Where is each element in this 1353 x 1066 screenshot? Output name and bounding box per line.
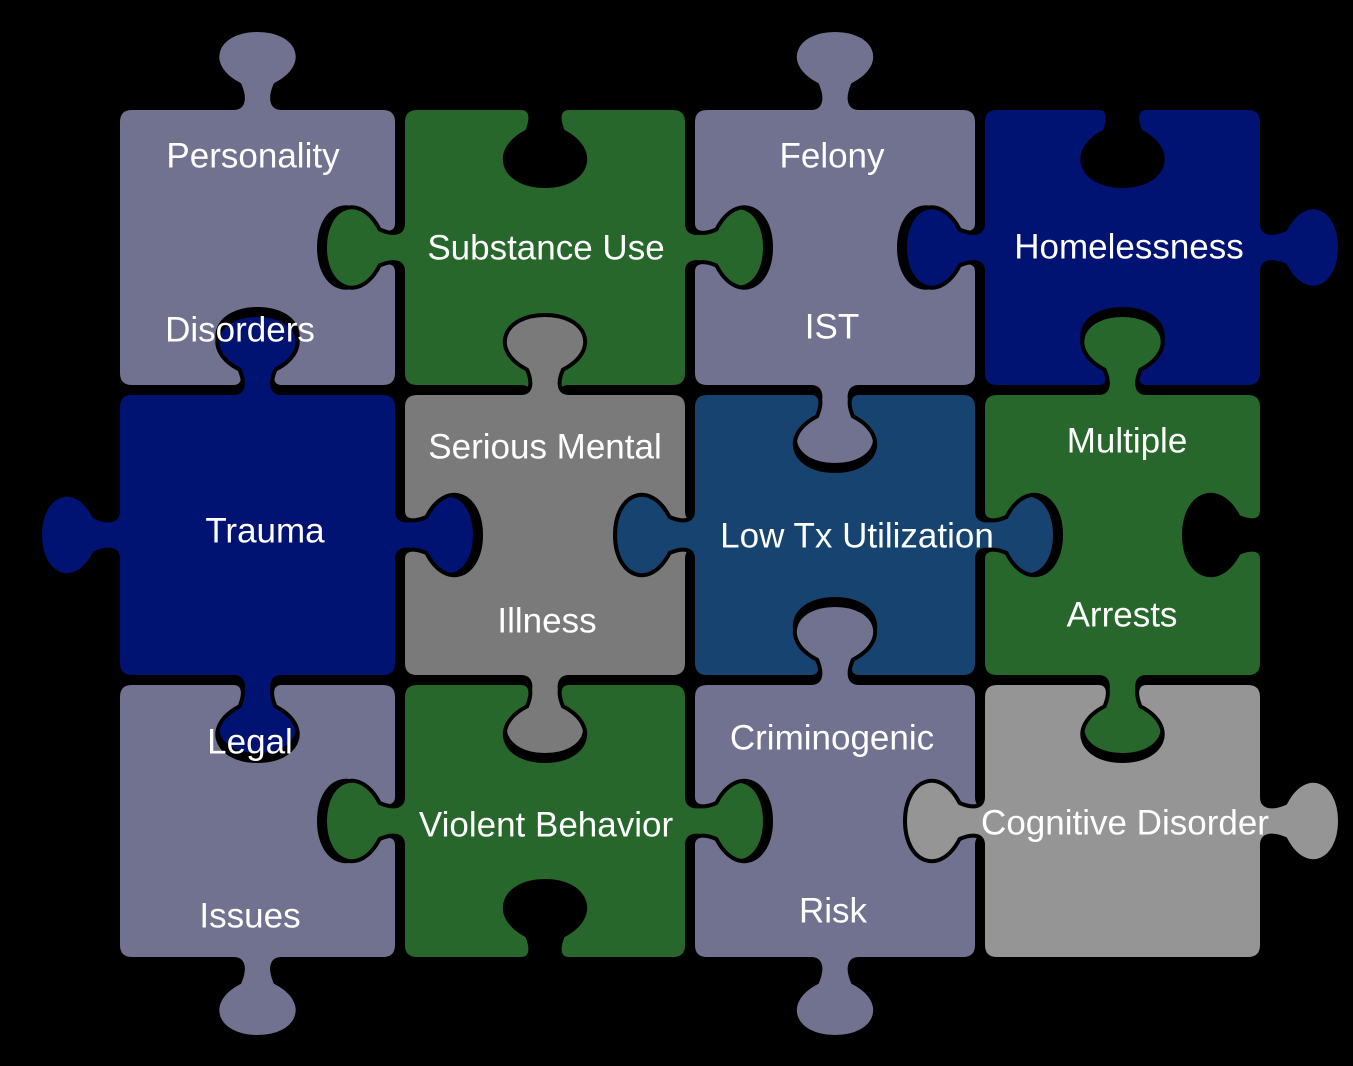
label-low-tx-utilization: Low Tx Utilization [720,516,994,556]
label-risk: Risk [798,891,868,931]
label-issues: Issues [199,896,301,936]
puzzle-piece-felony-ist [691,28,979,467]
label-legal: Legal [207,722,293,762]
puzzle-piece-low-tx-utilization [613,391,1057,679]
puzzle-piece-criminogenic-risk [691,603,1057,1039]
label-ist: IST [804,307,860,347]
puzzle-piece-multiple-arrests [981,313,1264,757]
label-illness: Illness [497,601,597,641]
label-serious-mental: Serious Mental [428,427,662,467]
label-violent-behavior: Violent Behavior [418,805,674,845]
puzzle-piece-violent-behavior [323,681,767,961]
label-trauma: Trauma [205,511,325,551]
label-homelessness: Homelessness [1014,227,1244,267]
label-personality: Personality [166,136,340,176]
label-multiple: Multiple [1066,421,1188,461]
puzzle-piece-homelessness [903,106,1342,389]
label-criminogenic: Criminogenic [729,718,935,758]
puzzle-piece-substance-use [323,106,767,467]
puzzle-piece-trauma [38,313,477,757]
puzzle-piece-cognitive-disorder [903,681,1342,961]
label-cognitive-disorder: Cognitive Disorder [981,803,1269,843]
label-substance-use: Substance Use [427,228,665,268]
puzzle-piece-serious-mental-illness [401,313,767,757]
label-felony: Felony [779,136,885,176]
label-disorders: Disorders [165,310,315,350]
label-arrests: Arrests [1066,595,1178,635]
